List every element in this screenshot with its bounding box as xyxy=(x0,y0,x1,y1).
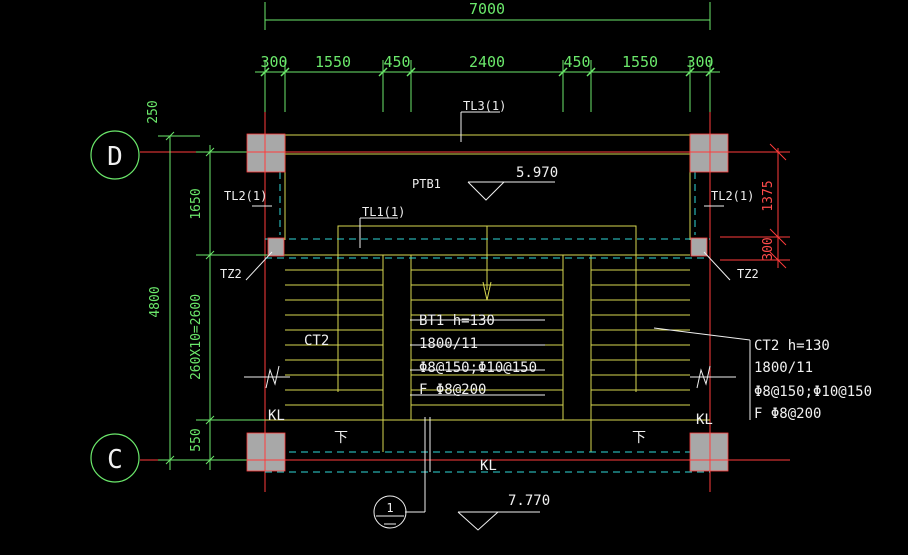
column-d-right xyxy=(689,133,729,173)
ct2-right-line-1: CT2 h=130 xyxy=(754,338,830,354)
elevation-landing: 5.970 xyxy=(516,165,558,181)
axis-label-d: D xyxy=(107,142,123,172)
column-tz2-right-label: TZ2 xyxy=(737,267,759,281)
hidden-beam-lines xyxy=(265,160,710,473)
dim-top-3: 2400 xyxy=(469,53,505,71)
column-c-right xyxy=(689,432,729,472)
bt1-line-3: Φ8@150;Φ10@150 xyxy=(419,360,537,376)
beam-tl1: TL1(1) xyxy=(362,205,405,219)
section-mark-number: 1 xyxy=(386,501,393,515)
column-c-left xyxy=(246,432,286,472)
dim-right-0: 1375 xyxy=(761,180,776,211)
beam-tl3: TL3(1) xyxy=(463,99,506,113)
beam-kl-bottom: KL xyxy=(480,458,497,474)
column-tz2-left-label: TZ2 xyxy=(220,267,242,281)
column-tz2-right xyxy=(690,237,708,257)
beam-tl2-left: TL2(1) xyxy=(224,189,267,203)
dim-top-0: 300 xyxy=(260,53,287,71)
section-mark: 1 xyxy=(373,495,407,529)
dim-total-width: 7000 xyxy=(469,0,505,18)
dim-left-2: 260X10=2600 xyxy=(189,294,204,380)
axis-bubble-c: C xyxy=(90,433,140,483)
beam-kl-left: KL xyxy=(268,408,285,424)
down-mark-right: 下 xyxy=(632,430,646,446)
dim-top-1: 1550 xyxy=(315,53,351,71)
stair-outline xyxy=(265,134,710,452)
columns xyxy=(246,133,729,472)
dim-top-6: 300 xyxy=(686,53,713,71)
flight-ct2-left-label: CT2 xyxy=(304,333,329,349)
column-tz2-left xyxy=(267,237,285,257)
ct2-right-line-3: Φ8@150;Φ10@150 xyxy=(754,384,872,400)
axis-label-c: C xyxy=(107,445,123,475)
dim-top-2: 450 xyxy=(383,53,410,71)
beam-kl-right: KL xyxy=(696,412,713,428)
axis-bubble-d: D xyxy=(90,130,140,180)
bt1-line-4: F Φ8@200 xyxy=(419,382,486,398)
dim-left-0: 250 xyxy=(146,100,161,123)
beam-tl2-right: TL2(1) xyxy=(711,189,754,203)
bt1-line-1: BT1 h=130 xyxy=(419,313,495,329)
dim-left-3: 550 xyxy=(189,428,204,451)
elevation-floor: 7.770 xyxy=(508,493,550,509)
dim-top-4: 450 xyxy=(563,53,590,71)
dim-top-5: 1550 xyxy=(622,53,658,71)
bt1-line-2: 1800/11 xyxy=(419,336,478,352)
leader-lines xyxy=(244,111,751,531)
down-mark-left: 下 xyxy=(334,430,348,446)
ct2-right-line-4: F Φ8@200 xyxy=(754,406,821,422)
ct2-right-line-2: 1800/11 xyxy=(754,360,813,376)
dim-left-total: 4800 xyxy=(148,286,163,317)
dim-right-1: 300 xyxy=(761,237,776,260)
slab-label: PTB1 xyxy=(412,177,441,191)
column-d-left xyxy=(246,133,286,173)
dim-left-1: 1650 xyxy=(189,188,204,219)
stair-treads xyxy=(285,254,690,406)
